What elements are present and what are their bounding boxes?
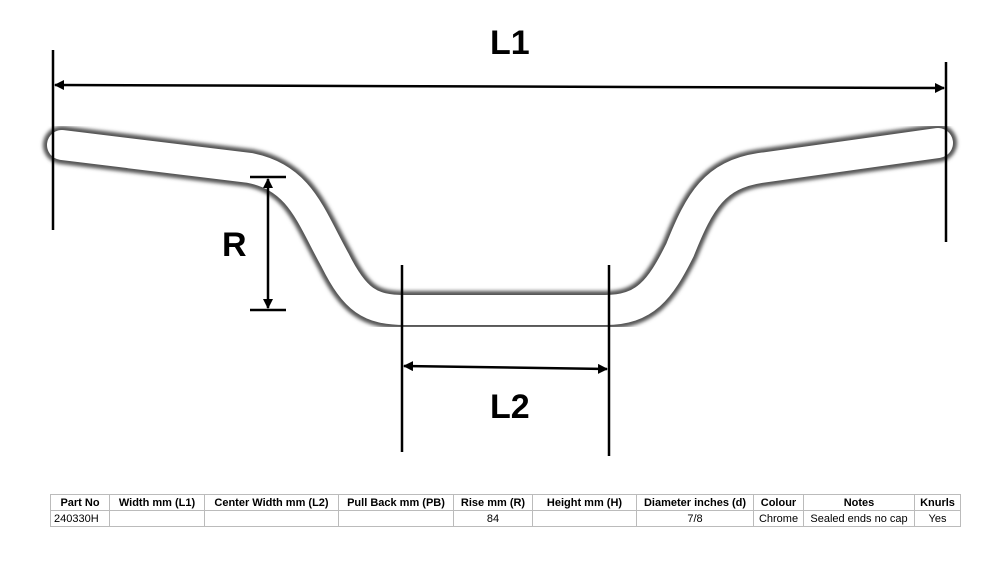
- label-l2: L2: [490, 388, 530, 426]
- cell-pull-back: [338, 510, 454, 527]
- cell-center-width: [204, 510, 339, 527]
- header-cell: Height mm (H): [532, 494, 637, 511]
- cell-rise: 84: [453, 510, 533, 527]
- header-cell: Part No: [50, 494, 110, 511]
- cell-width: [109, 510, 205, 527]
- cell-knurls: Yes: [914, 510, 961, 527]
- label-l1: L1: [490, 24, 530, 62]
- cell-height: [532, 510, 637, 527]
- spec-table: Part No Width mm (L1) Center Width mm (L…: [50, 494, 961, 527]
- cell-part-no: 240330H: [50, 510, 110, 527]
- header-cell: Rise mm (R): [453, 494, 533, 511]
- header-cell: Diameter inches (d): [636, 494, 754, 511]
- label-r: R: [222, 226, 247, 264]
- handlebar-tube: [43, 124, 957, 329]
- l2-arrow: [403, 361, 608, 374]
- cell-notes: Sealed ends no cap: [803, 510, 915, 527]
- table-row: 240330H 84 7/8 Chrome Sealed ends no cap…: [50, 510, 961, 527]
- header-cell: Knurls: [914, 494, 961, 511]
- header-cell: Pull Back mm (PB): [338, 494, 454, 511]
- header-cell: Width mm (L1): [109, 494, 205, 511]
- cell-colour: Chrome: [753, 510, 804, 527]
- header-cell: Colour: [753, 494, 804, 511]
- l1-arrow: [54, 80, 945, 93]
- table-header-row: Part No Width mm (L1) Center Width mm (L…: [50, 494, 961, 511]
- header-cell: Center Width mm (L2): [204, 494, 339, 511]
- cell-diameter: 7/8: [636, 510, 754, 527]
- header-cell: Notes: [803, 494, 915, 511]
